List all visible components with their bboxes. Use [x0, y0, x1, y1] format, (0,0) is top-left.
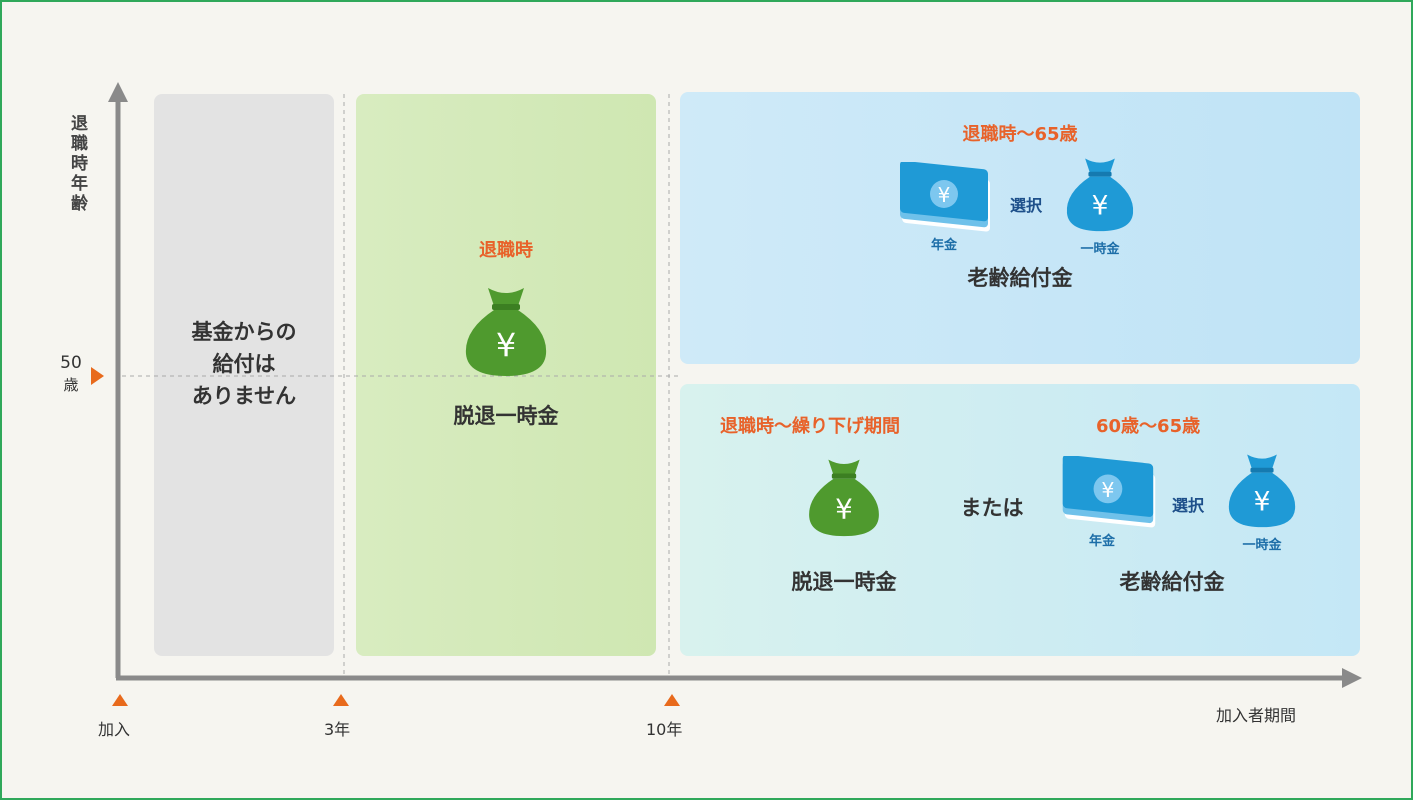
lower-lump-sum-bag-icon: ¥	[1228, 454, 1296, 528]
svg-text:¥: ¥	[496, 326, 516, 364]
upper-pension-label: 年金	[930, 238, 957, 253]
tick-10y-marker	[664, 694, 680, 706]
svg-text:¥: ¥	[938, 183, 951, 207]
tick-join-marker	[112, 694, 128, 706]
x-axis-label: 加入者期間	[1216, 706, 1297, 725]
age-50-num: 50	[60, 353, 82, 373]
zone2-benefit: 脱退一時金	[453, 404, 559, 428]
x-tick-10y: 10年	[646, 720, 683, 739]
zone3-upper-period: 退職時〜65歳	[962, 124, 1078, 145]
zone-under-3-years	[154, 94, 334, 656]
upper-benefit: 老齢給付金	[967, 266, 1073, 290]
lower-money-bag-icon: ¥	[809, 459, 879, 537]
y-axis-arrow	[108, 82, 128, 102]
lower-right-benefit: 老齢給付金	[1119, 570, 1225, 594]
svg-text:¥: ¥	[1254, 487, 1271, 518]
no-benefit-line-3: ありません	[191, 384, 297, 408]
zone-over-10-upper	[680, 92, 1360, 364]
upper-lump-label: 一時金	[1080, 242, 1120, 257]
upper-choice-label: 選択	[1010, 196, 1043, 215]
no-benefit-text: 基金からの 給付は ありません	[154, 316, 334, 412]
age-50-marker	[91, 367, 104, 385]
svg-text:¥: ¥	[1101, 478, 1114, 502]
zone2-period: 退職時	[479, 240, 533, 261]
age-50-label: 50 歳	[54, 352, 88, 396]
lower-left-period: 退職時〜繰り下げ期間	[720, 416, 900, 437]
lower-pension-bills-icon: ¥	[1062, 456, 1156, 528]
y-axis-label: 退職時年齢	[71, 114, 88, 214]
x-axis-arrow	[1342, 668, 1362, 688]
lower-lump-label: 一時金	[1242, 538, 1282, 553]
no-benefit-line-2: 給付は	[212, 352, 276, 376]
lower-pension-label: 年金	[1088, 534, 1115, 549]
age-50-unit: 歳	[63, 376, 79, 394]
money-bag-icon: ¥	[465, 288, 547, 376]
x-tick-3y: 3年	[324, 720, 351, 739]
lower-left-benefit: 脱退一時金	[791, 570, 897, 594]
svg-text:¥: ¥	[1092, 191, 1109, 222]
pension-bills-icon: ¥	[900, 162, 990, 232]
svg-text:¥: ¥	[835, 493, 853, 526]
lump-sum-bag-icon: ¥	[1066, 158, 1134, 232]
tick-3y-marker	[333, 694, 349, 706]
x-tick-join: 加入	[98, 720, 131, 739]
lower-right-period: 60歳〜65歳	[1096, 416, 1201, 437]
lower-choice-label: 選択	[1172, 496, 1205, 515]
no-benefit-line-1: 基金からの	[191, 320, 297, 344]
or-text: または	[960, 496, 1024, 520]
